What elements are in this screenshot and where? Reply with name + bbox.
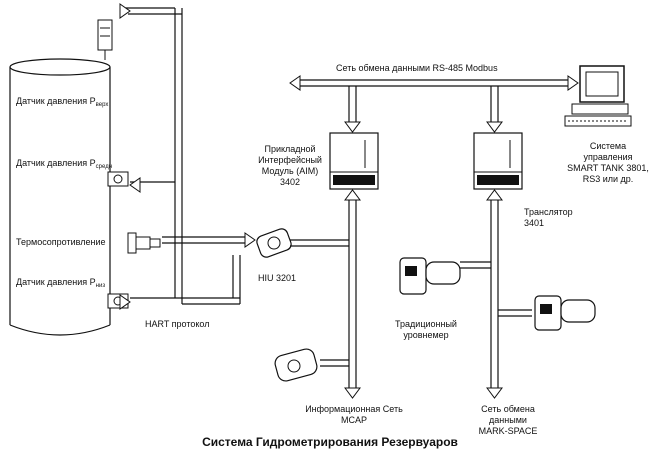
label-markspace-network: Сеть обмена данными MARK-SPACE: [478, 404, 538, 436]
label-translator: Транслятор 3401: [524, 207, 573, 228]
mcap-bus: [290, 200, 357, 388]
pressure-sensor-mid-icon: [107, 171, 129, 187]
label-control-system: Система управления SMART TANK 3801, RS3 …: [567, 141, 649, 184]
thermo-resistor-icon: [127, 232, 161, 254]
bus-arrow-icons: [344, 189, 503, 399]
computer-workstation-icon: [564, 65, 632, 127]
diagram-title: Система Гидрометрирования Резервуаров: [202, 435, 458, 449]
label-aim: Прикладной Интерфейсный Модуль (AIM) 340…: [258, 144, 322, 187]
label-rs485-network: Сеть обмена данными RS-485 Modbus: [336, 63, 498, 73]
level-gauge-right-icon: [534, 295, 596, 331]
label-thermo: Термосопротивление: [16, 237, 106, 247]
translator-box: [473, 132, 523, 190]
mcap-gauge-icon: [274, 348, 318, 382]
label-hart-protocol: HART протокол: [145, 319, 210, 329]
label-sensor-top: Датчик давления Pверх: [16, 96, 109, 108]
aim-module-box: [329, 132, 379, 190]
rs485-arrow-icons: [289, 75, 579, 133]
label-sensor-bottom: Датчик давления Pниз: [16, 277, 106, 289]
hart-arrow-icons: [119, 3, 256, 310]
traditional-gauge-icon: [399, 257, 461, 295]
label-traditional-gauge: Традиционный уровнемер: [395, 319, 457, 340]
hiu-device-icon: [256, 228, 292, 258]
label-hiu: HIU 3201: [258, 273, 297, 283]
hart-bus-lines: [120, 7, 245, 305]
storage-tank: [9, 58, 111, 336]
label-mcap-network: Информационная Сеть MCAP: [305, 404, 403, 425]
rs485-bus: [300, 79, 568, 122]
markspace-bus: [460, 200, 532, 388]
pressure-sensor-top-icon: [97, 19, 113, 60]
label-sensor-mid: Датчик давления Pсредн: [16, 158, 113, 170]
